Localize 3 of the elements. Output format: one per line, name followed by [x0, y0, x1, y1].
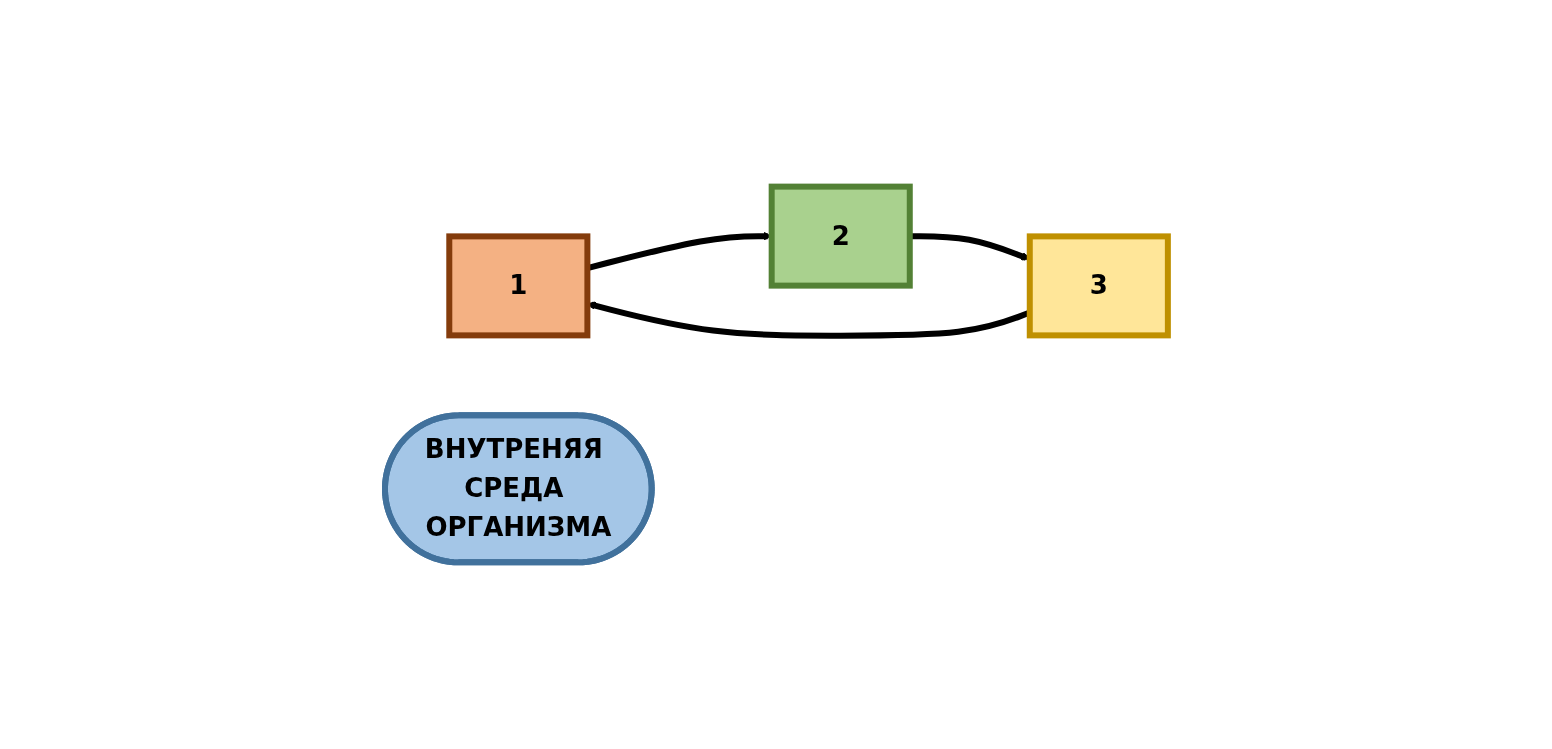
node-box: 2: [768, 183, 913, 289]
node-box: 3: [1026, 233, 1171, 339]
node-box: 1: [445, 233, 590, 339]
